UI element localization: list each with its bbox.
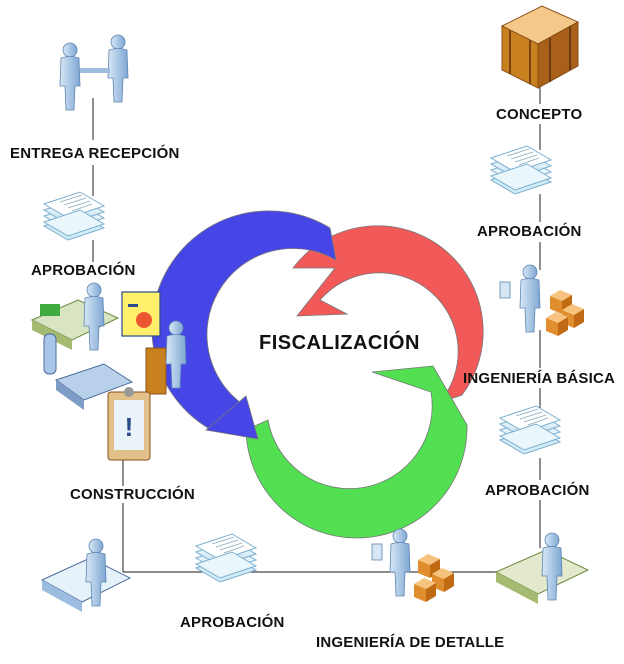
engineer-with-boxes-icon (371, 528, 454, 602)
document-stack-icon (195, 533, 257, 583)
svg-text:!: ! (125, 412, 134, 442)
label-concepto: CONCEPTO (496, 106, 583, 123)
cycle-arrows (151, 210, 484, 539)
label-construccion: CONSTRUCCIÓN (70, 486, 195, 503)
handshake-people-icon (59, 34, 129, 111)
label-aprobacion-3: APROBACIÓN (180, 614, 285, 631)
blue-arrowhead (205, 395, 259, 440)
engineer-with-boxes-icon (499, 264, 584, 336)
document-stack-icon (490, 145, 552, 195)
alert-clipboard-icon: ! (107, 387, 151, 461)
center-title: FISCALIZACIÓN (259, 332, 420, 354)
desk-worker-icon (40, 538, 132, 612)
label-aprobacion-2: APROBACIÓN (485, 482, 590, 499)
red-arrow (292, 225, 484, 404)
document-stack-icon (499, 405, 561, 455)
label-entrega-recepcion: ENTREGA RECEPCIÓN (10, 145, 180, 162)
label-ingenieria-detalle: INGENIERÍA DE DETALLE (316, 634, 505, 651)
document-stack-icon (43, 191, 105, 241)
desk-worker-icon (494, 532, 590, 604)
label-ingenieria-basica: INGENIERÍA BÁSICA (463, 370, 616, 387)
presenter-at-podium-icon (121, 291, 187, 395)
label-aprobacion-1: APROBACIÓN (477, 223, 582, 240)
flow-lines (92, 80, 541, 573)
green-arrow (245, 365, 468, 539)
crate-icon (500, 5, 580, 89)
telephone-icon (43, 333, 134, 410)
blue-arrow (151, 210, 337, 429)
label-aprobacion-4: APROBACIÓN (31, 262, 136, 279)
